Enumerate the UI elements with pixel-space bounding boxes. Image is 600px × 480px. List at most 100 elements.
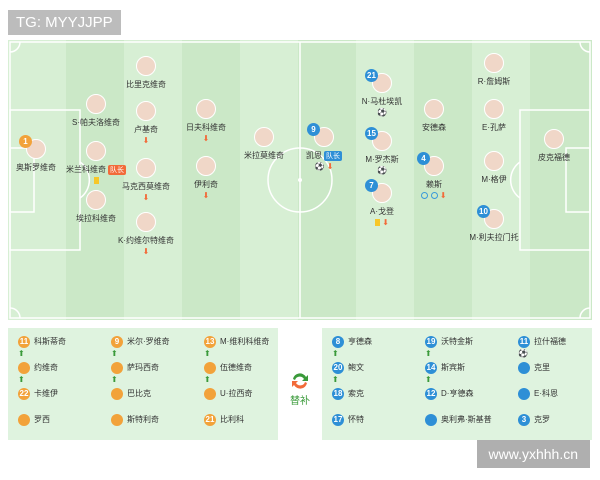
goal-ball-icon: ⚽ <box>377 108 387 117</box>
player-name: R·詹姆斯 <box>477 77 511 86</box>
shirt-number: 13 <box>204 336 216 348</box>
player-name: 皮克福德 <box>538 153 570 162</box>
goal-ball-icon: ⚽ <box>314 162 325 171</box>
bench-player[interactable]: 克里 <box>518 360 600 378</box>
home-player[interactable]: 米拉莫维奇 <box>214 127 314 171</box>
bench-player-name: M·维利科维奇 <box>220 337 270 346</box>
away-player[interactable]: R·詹姆斯 <box>444 53 544 97</box>
player-avatar: 15 <box>365 127 392 151</box>
player-avatar: 1 <box>19 135 46 159</box>
bench-player[interactable]: 约维奇⬆ <box>18 360 103 384</box>
player-name: 奥斯罗维奇 <box>16 163 56 172</box>
away-player[interactable]: M·格伊 <box>444 151 544 195</box>
home-player[interactable]: 马克西莫维奇 ⬇ <box>96 158 196 202</box>
home-player[interactable]: 日夫科维奇 ⬇ <box>156 99 256 143</box>
player-avatar: 10 <box>477 205 504 229</box>
bench-player-name: 萨玛西奇 <box>127 363 159 372</box>
bench-player-name: 拉什福德 <box>534 337 566 346</box>
home-player[interactable]: 伊利奇 ⬇ <box>156 156 256 200</box>
sub-out-icon: ⬇ <box>202 191 210 200</box>
player-events: ⚽ <box>332 166 432 175</box>
sub-in-icon: ⬆ <box>332 349 339 358</box>
shirt-number: 12 <box>425 388 437 400</box>
shirt-number <box>518 388 530 400</box>
bench-player[interactable]: 斯特利奇 <box>111 412 196 430</box>
player-avatar <box>484 53 504 73</box>
shirt-number: 14 <box>425 362 437 374</box>
home-player[interactable]: 1 奥斯罗维奇 <box>0 135 86 183</box>
player-avatar <box>86 94 106 114</box>
player-name: 伊利奇 <box>194 180 218 189</box>
away-player[interactable]: 安德森 <box>384 99 484 143</box>
bench-player[interactable]: E·科恩 <box>518 386 600 404</box>
bench-player[interactable]: 萨玛西奇⬆ <box>111 360 196 384</box>
player-name: M·利夫拉门托 <box>469 233 519 242</box>
player-name: K·约维尔特维奇 <box>118 236 174 245</box>
away-player[interactable]: E·孔萨 <box>444 99 544 143</box>
yellow-card-icon <box>375 219 381 227</box>
player-name: 日夫科维奇 <box>186 123 226 132</box>
bench-player-name: 斯宾斯 <box>441 363 465 372</box>
assist-icon <box>421 192 429 200</box>
player-avatar <box>86 190 106 210</box>
goal-ball-icon: ⚽ <box>377 166 387 175</box>
home-player[interactable]: 米兰科维奇队长 <box>46 141 146 185</box>
player-name: M·罗杰斯 <box>365 155 399 164</box>
home-player[interactable]: 比里克维奇 <box>96 56 196 100</box>
bench-player[interactable]: 巴比克 <box>111 386 196 404</box>
sub-out-icon: ⬇ <box>142 136 150 145</box>
player-events: ⚽ ⬇ <box>274 162 374 171</box>
home-player[interactable]: 埃拉科维奇 <box>46 190 146 234</box>
home-player[interactable]: S·帕夫洛维奇 <box>46 94 146 138</box>
bench-player[interactable]: U·拉西奇 <box>204 386 289 404</box>
player-events: ⬇ <box>96 193 196 202</box>
player-events: ⬇ <box>384 191 484 200</box>
shirt-number: 1 <box>19 135 32 148</box>
away-player[interactable]: 皮克福德 <box>504 129 600 173</box>
player-name: E·孔萨 <box>482 123 506 132</box>
player-avatar <box>136 101 156 121</box>
substitution-icon <box>289 370 311 397</box>
shirt-number <box>111 362 123 374</box>
player-name: 米拉莫维奇 <box>244 151 284 160</box>
home-player[interactable]: K·约维尔特维奇 ⬇ <box>96 212 196 256</box>
player-events <box>444 244 544 253</box>
player-avatar <box>136 212 156 232</box>
player-avatar <box>424 99 444 119</box>
shirt-number: 4 <box>417 152 430 165</box>
player-avatar: 7 <box>365 179 392 203</box>
player-avatar <box>544 129 564 149</box>
bench-player-name: 亨德森 <box>348 337 372 346</box>
home-player[interactable]: 卢基奇⬇ <box>96 101 196 145</box>
sub-out-icon: ⬇ <box>142 247 150 256</box>
bench-player-name: 克罗 <box>534 415 550 424</box>
bench-player-name: 约维奇 <box>34 363 58 372</box>
bench-player[interactable]: 伍德维奇⬆ <box>204 360 289 384</box>
bench-player[interactable]: 奥利弗·斯基普 <box>425 412 510 430</box>
shirt-number <box>204 388 216 400</box>
bench-player[interactable]: 罗西 <box>18 412 103 430</box>
player-name: 马克西莫维奇 <box>122 182 170 191</box>
player-events: ⬇ <box>156 134 256 143</box>
